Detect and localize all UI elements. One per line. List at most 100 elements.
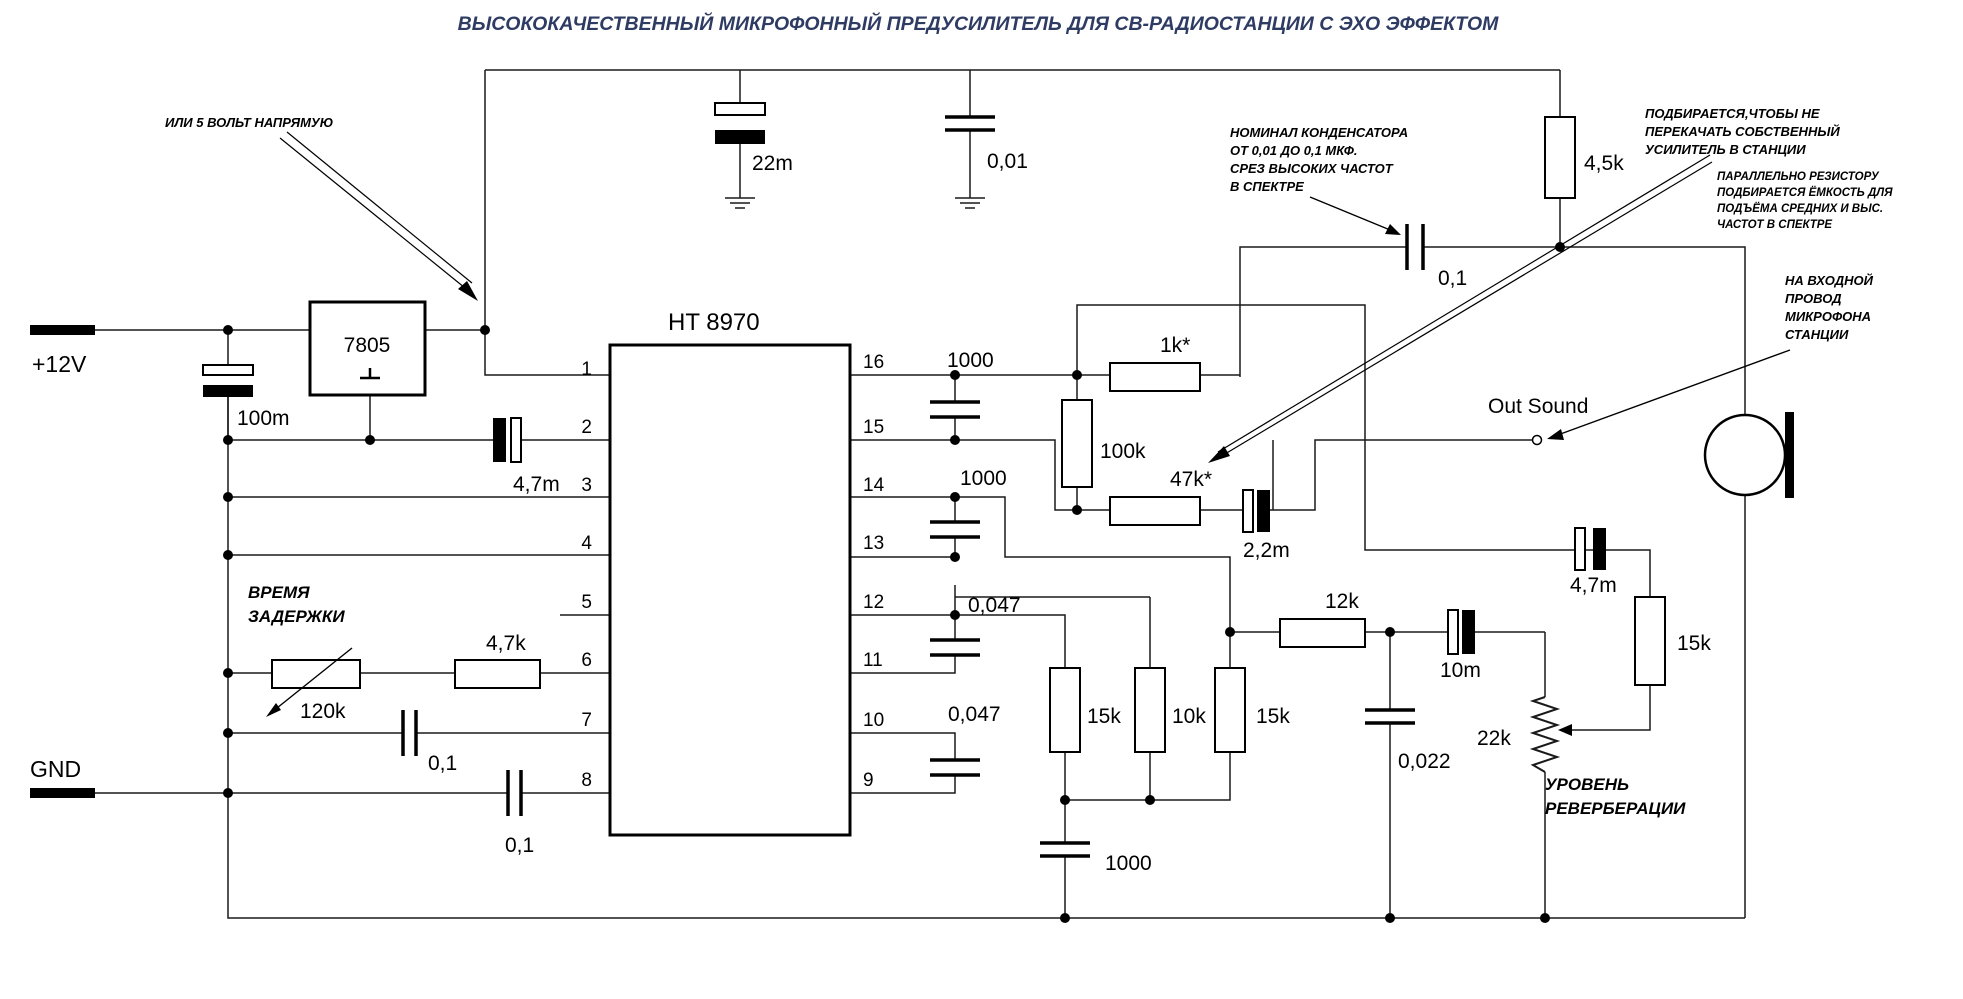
r-12k-label: 12k [1325, 590, 1359, 613]
capacitor-0-047-a: 0,047 [930, 594, 1021, 657]
c-0-047-a-label: 0,047 [968, 594, 1021, 617]
resistor-120k-variable: 120k [266, 647, 361, 723]
pin-5: 5 [581, 592, 592, 613]
r-4-5k-label: 4,5k [1584, 152, 1624, 175]
capacitor-0-047-b: 0,047 [930, 703, 1001, 777]
c-0-1-feedback-label: 0,1 [1438, 267, 1467, 290]
power-label: +12V [32, 351, 87, 377]
annotation-reverb-level: УРОВЕНЬ РЕВЕРБЕРАЦИИ [1545, 775, 1686, 818]
pin-8: 8 [581, 770, 592, 791]
c-4-7m-right-label: 4,7m [1570, 574, 1617, 597]
regulator-7805: 7805 [308, 300, 427, 397]
annotation-selected-line-3: УСИЛИТЕЛЬ В СТАНЦИИ [1645, 142, 1806, 157]
capacitor-0-01: 0,01 [945, 115, 1028, 173]
r-1k-label: 1k* [1160, 334, 1190, 357]
resistor-15k-a: 15k [1049, 667, 1121, 753]
pin-11: 11 [863, 650, 883, 671]
annotation-parallel-line-3: ПОДЪЁМА СРЕДНИХ И ВЫС. [1717, 202, 1883, 215]
annotation-selected-arrowhead [1208, 446, 1230, 463]
pin-3: 3 [581, 475, 592, 496]
annotation-selected-arrow [1219, 161, 1713, 458]
ground-label: GND [30, 756, 81, 782]
r-100k-label: 100k [1100, 440, 1146, 463]
annotation-delay-time: ВРЕМЯ ЗАДЕРЖКИ [248, 583, 345, 626]
junction-dots [223, 242, 1565, 923]
c-10m-label: 10m [1440, 659, 1481, 682]
pin-7: 7 [581, 710, 592, 731]
capacitor-1000-top: 1000 [930, 349, 994, 419]
pin-14: 14 [863, 475, 885, 496]
wires [95, 69, 1746, 919]
annotation-direct-5v-text: ИЛИ 5 ВОЛЬТ НАПРЯМУЮ [165, 115, 333, 130]
c-0-047-b-label: 0,047 [948, 703, 1001, 726]
annotation-cap-nominal: НОМИНАЛ КОНДЕНСАТОРА ОТ 0,01 ДО 0,1 МКФ.… [1230, 125, 1408, 235]
r-10k-label: 10k [1172, 705, 1206, 728]
potentiometer-22k: 22k [1477, 696, 1595, 773]
pin-9: 9 [863, 770, 874, 791]
c-0-022-label: 0,022 [1398, 750, 1451, 773]
annotation-mic-input-line-1: НА ВХОДНОЙ [1785, 272, 1874, 288]
capacitor-22m: 22m [714, 102, 793, 175]
capacitor-0-1-feedback: 0,1 [1405, 224, 1467, 290]
resistor-47k: 47k* [1109, 468, 1212, 526]
r-15k-b-label: 15k [1256, 705, 1290, 728]
r-15k-right-label: 15k [1677, 632, 1711, 655]
capacitor-0-1-pin7: 0,1 [401, 710, 457, 775]
capacitor-2-2m: 2,2m [1242, 489, 1290, 562]
c-0-1-pin8-label: 0,1 [505, 834, 534, 857]
c-2-2m-label: 2,2m [1243, 539, 1290, 562]
power-terminal [30, 325, 95, 335]
c-100m-label: 100m [237, 407, 290, 430]
pin-12: 12 [863, 592, 884, 613]
diagram-title: ВЫСОКОКАЧЕСТВЕННЫЙ МИКРОФОННЫЙ ПРЕДУСИЛИ… [458, 11, 1500, 35]
annotation-parallel-line-4: ЧАСТОТ В СПЕКТРЕ [1717, 219, 1832, 231]
capacitor-4-7m-pin2: 4,7m [493, 417, 560, 496]
c-0-01-label: 0,01 [987, 150, 1028, 173]
c-1000-mid-label: 1000 [960, 467, 1007, 490]
resistor-4-5k: 4,5k [1544, 116, 1624, 199]
annotation-cap-nominal-line-1: НОМИНАЛ КОНДЕНСАТОРА [1230, 125, 1408, 140]
annotation-reverb-line-1: УРОВЕНЬ [1545, 775, 1629, 794]
annotation-selected-line-2: ПЕРЕКАЧАТЬ СОБСТВЕННЫЙ [1645, 123, 1840, 139]
pin-13: 13 [863, 533, 884, 554]
annotation-parallel-line-1: ПАРАЛЛЕЛЬНО РЕЗИСТОРУ [1717, 171, 1880, 183]
annotation-cap-nominal-line-4: В СПЕКТРЕ [1230, 179, 1304, 194]
pin-6: 6 [581, 650, 592, 671]
pin-16: 16 [863, 352, 884, 373]
annotation-parallel: ПАРАЛЛЕЛЬНО РЕЗИСТОРУ ПОДБИРАЕТСЯ ЁМКОСТ… [1717, 171, 1893, 231]
annotation-delay-line-1: ВРЕМЯ [248, 583, 310, 602]
resistor-10k: 10k [1134, 667, 1206, 753]
c-1000-top-label: 1000 [947, 349, 994, 372]
ground-terminal [30, 788, 95, 798]
pin-2: 2 [581, 417, 592, 438]
r-4-7k-label: 4,7k [486, 632, 526, 655]
resistor-15k-right: 15k [1634, 596, 1711, 686]
capacitor-1000-mid: 1000 [930, 467, 1007, 539]
resistor-100k: 100k [1061, 399, 1146, 488]
capacitor-1000-bottom: 1000 [1040, 841, 1152, 875]
regulator-label: 7805 [344, 334, 391, 357]
annotation-selected-line-1: ПОДБИРАЕТСЯ,ЧТОБЫ НЕ [1645, 106, 1820, 121]
c-1000-bottom-label: 1000 [1105, 852, 1152, 875]
annotation-mic-input-line-4: СТАНЦИИ [1785, 327, 1849, 342]
annotation-cap-nominal-line-2: ОТ 0,01 ДО 0,1 МКФ. [1230, 143, 1357, 158]
pin-10: 10 [863, 710, 884, 731]
resistor-4-7k: 4,7k [454, 632, 541, 689]
annotation-direct-5v: ИЛИ 5 ВОЛЬТ НАПРЯМУЮ [165, 115, 478, 301]
ic-label: HT 8970 [668, 309, 760, 336]
r-22k-label: 22k [1477, 727, 1511, 750]
resistor-12k: 12k [1279, 590, 1366, 648]
capacitor-4-7m-right: 4,7m [1570, 527, 1617, 597]
annotation-mic-input-line-3: МИКРОФОНА [1785, 309, 1871, 324]
c-0-1-pin7-label: 0,1 [428, 752, 457, 775]
output-terminal: Out Sound [1488, 395, 1588, 446]
resistor-15k-b: 15k [1214, 667, 1290, 753]
pin-1: 1 [581, 359, 592, 380]
capacitor-100m: 100m [202, 364, 290, 430]
annotation-mic-input: НА ВХОДНОЙ ПРОВОД МИКРОФОНА СТАНЦИИ [1547, 272, 1874, 440]
annotation-selected: ПОДБИРАЕТСЯ,ЧТОБЫ НЕ ПЕРЕКАЧАТЬ СОБСТВЕН… [1645, 106, 1840, 157]
ic-ht8970: HT 8970 1 2 3 4 5 6 7 8 16 15 14 13 12 1… [581, 309, 885, 837]
c-22m-label: 22m [752, 152, 793, 175]
c-4-7m-pin2-label: 4,7m [513, 473, 560, 496]
